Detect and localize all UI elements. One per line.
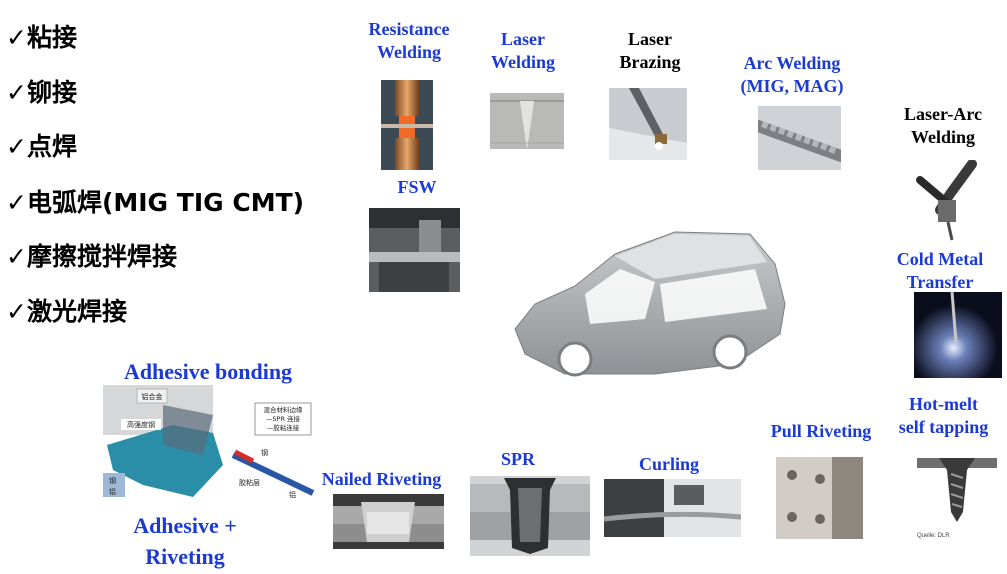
label-adhesive-bonding: Adhesive bonding — [123, 359, 293, 384]
method-item-spot-welding: ✓点焊 — [6, 132, 77, 161]
nailed-riveting-photo — [333, 494, 444, 549]
svg-text:—SPR 连接: —SPR 连接 — [266, 414, 301, 423]
method-item-laser-welding: ✓激光焊接 — [6, 297, 127, 326]
laser-arc-welding-photo — [910, 160, 988, 242]
car-body-in-white-image — [505, 224, 790, 384]
label-pull-riveting: Pull Riveting — [770, 421, 872, 441]
method-item-friction-stir: ✓摩擦搅拌焊接 — [6, 242, 177, 271]
adhesive-bonding-diagram: 铝合金 高强度钢 混合材料边缘 —SPR 连接 —胶粘连接 钢 铝 胶粘层 钢 … — [103, 385, 325, 500]
fsw-photo — [369, 208, 460, 292]
arc-welding-photo — [758, 106, 841, 170]
laser-welding-photo — [490, 93, 564, 149]
pull-riveting-photo — [776, 457, 863, 539]
method-item-riveting: ✓铆接 — [6, 78, 77, 107]
svg-text:铝合金: 铝合金 — [142, 392, 163, 401]
label-arc-welding: Arc Welding(MIG, MAG) — [740, 53, 844, 96]
svg-text:高强度钢: 高强度钢 — [127, 420, 155, 429]
svg-text:钢: 钢 — [261, 448, 268, 457]
laser-brazing-photo — [609, 88, 687, 160]
svg-text:铝: 铝 — [109, 487, 116, 496]
label-curling: Curling — [638, 454, 699, 474]
hot-melt-self-tapping-photo — [917, 452, 997, 524]
svg-text:混合材料边缘: 混合材料边缘 — [264, 405, 304, 414]
method-item-arc-welding: ✓电弧焊(MIG TIG CMT) — [6, 188, 305, 217]
svg-text:铝: 铝 — [289, 490, 296, 499]
method-item-adhesive: ✓粘接 — [6, 23, 77, 52]
image-credit: Quelle: DLR — [917, 533, 950, 539]
svg-text:钢: 钢 — [109, 476, 116, 485]
label-adhesive-riveting: Adhesive +Riveting — [133, 513, 237, 569]
label-nailed-riveting: Nailed Riveting — [321, 469, 442, 489]
svg-text:—胶粘连接: —胶粘连接 — [267, 423, 300, 432]
resistance-welding-photo — [381, 80, 433, 170]
curling-photo — [604, 479, 741, 537]
spr-photo — [470, 476, 590, 556]
label-fsw: FSW — [397, 177, 437, 197]
svg-text:胶粘层: 胶粘层 — [239, 478, 260, 487]
cold-metal-transfer-photo — [914, 292, 1002, 378]
label-spr: SPR — [500, 449, 535, 469]
